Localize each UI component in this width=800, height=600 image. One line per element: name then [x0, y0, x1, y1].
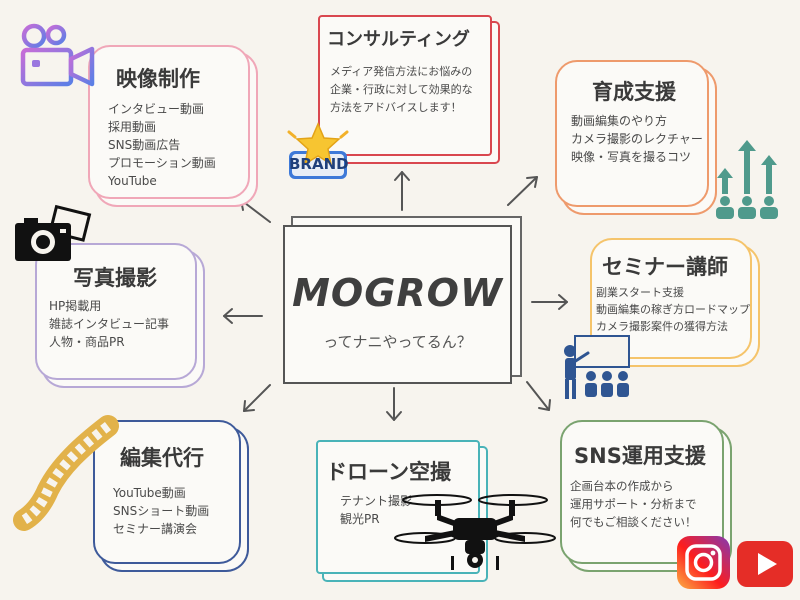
card-item: 方法をアドバイスします！ — [330, 101, 462, 114]
card-title: SNS運用支援 — [574, 444, 706, 468]
card-title: 育成支援 — [592, 80, 676, 104]
card-item: 企業・行政に対して効果的な — [330, 83, 473, 96]
arrow-to-photo — [223, 308, 263, 324]
card-items: YouTube動画 SNSショート動画 セミナー講演会 — [113, 484, 209, 538]
card-items: インタビュー動画 採用動画 SNS動画広告 プロモーション動画 YouTube — [108, 100, 216, 190]
card-title: 写真撮影 — [73, 266, 157, 290]
card-item: 動画編集のやり方 — [571, 114, 668, 128]
card-item: カメラ撮影のレクチャー — [571, 132, 703, 146]
card-item: カメラ撮影案件の獲得方法 — [596, 320, 728, 333]
card-item: 映像・写真を撮るコツ — [571, 150, 692, 164]
card-item: 採用動画 — [108, 120, 157, 134]
card-items: 動画編集のやり方 カメラ撮影のレクチャー 映像・写真を撮るコツ — [571, 112, 703, 166]
card-item: セミナー講演会 — [113, 522, 198, 536]
arrow-to-drone — [386, 387, 402, 421]
drone-icon — [394, 494, 556, 570]
camera-icon — [15, 204, 92, 261]
card-title: コンサルティング — [327, 29, 470, 50]
center-title: MOGROW — [292, 271, 503, 315]
card-training-support: 育成支援 動画編集のやり方 カメラ撮影のレクチャー 映像・写真を撮るコツ — [555, 60, 709, 207]
presentation-icon — [564, 335, 630, 399]
card-items: HP掲載用 雑誌インタビュー記事 人物・商品PR — [49, 297, 169, 351]
brand-badge-text: BRAND — [289, 155, 349, 173]
center-subtitle: ってナニやってるん？ — [323, 333, 472, 351]
card-item: 動画編集の稼ぎ方ロードマップ — [596, 303, 750, 316]
center-card: MOGROW ってナニやってるん？ — [283, 225, 512, 384]
arrow-to-training — [507, 176, 538, 206]
card-items: メディア発信方法にお悩みの 企業・行政に対して効果的な 方法をアドバイスします！ — [330, 63, 473, 117]
card-item: HP掲載用 — [49, 299, 102, 313]
card-item: SNSショート動画 — [113, 504, 210, 518]
card-item: 何でもご相談ください！ — [570, 515, 697, 529]
card-items: 副業スタート支援 動画編集の稼ぎ方ロードマップ カメラ撮影案件の獲得方法 — [596, 284, 750, 335]
instagram-icon — [677, 536, 730, 589]
card-item: インタビュー動画 — [108, 102, 205, 116]
card-editing-service: 編集代行 YouTube動画 SNSショート動画 セミナー講演会 — [93, 420, 241, 564]
card-photography: 写真撮影 HP掲載用 雑誌インタビュー記事 人物・商品PR — [35, 243, 197, 380]
card-title: ドローン空撮 — [326, 460, 451, 484]
video-camera-icon — [20, 23, 95, 87]
brand-star-icon — [287, 122, 349, 179]
card-item: 運用サポート・分析まで — [570, 497, 697, 511]
card-title: 映像制作 — [116, 67, 200, 91]
card-item: 観光PR — [340, 512, 380, 526]
arrow-to-consulting — [394, 171, 410, 211]
card-item: メディア発信方法にお悩みの — [330, 65, 473, 78]
card-item: YouTube — [108, 174, 157, 188]
card-title: セミナー講師 — [602, 255, 728, 279]
card-video-production: 映像制作 インタビュー動画 採用動画 SNS動画広告 プロモーション動画 You… — [88, 45, 250, 199]
card-item: テナント撮影 — [340, 494, 413, 508]
card-items: 企画台本の作成から 運用サポート・分析まで 何でもご相談ください！ — [570, 477, 697, 531]
card-item: 副業スタート支援 — [596, 286, 684, 299]
card-item: SNS動画広告 — [108, 138, 181, 152]
growth-people-icon — [716, 140, 778, 219]
arrow-to-editing — [243, 384, 271, 412]
card-item: 企画台本の作成から — [570, 479, 674, 493]
arrow-to-sns — [526, 381, 551, 411]
card-item: 雑誌インタビュー記事 — [49, 317, 170, 331]
arrow-to-seminar — [531, 294, 568, 310]
card-items: テナント撮影 観光PR — [340, 492, 412, 528]
card-title: 編集代行 — [120, 446, 204, 470]
card-item: YouTube動画 — [113, 486, 186, 500]
arrow-to-video — [240, 198, 271, 223]
card-item: プロモーション動画 — [108, 156, 216, 170]
card-item: 人物・商品PR — [49, 335, 125, 349]
film-strip-icon — [13, 415, 119, 531]
youtube-icon — [737, 541, 793, 587]
card-consulting: コンサルティング メディア発信方法にお悩みの 企業・行政に対して効果的な 方法を… — [318, 15, 492, 156]
card-drone-aerial: ドローン空撮 テナント撮影 観光PR — [316, 440, 480, 574]
